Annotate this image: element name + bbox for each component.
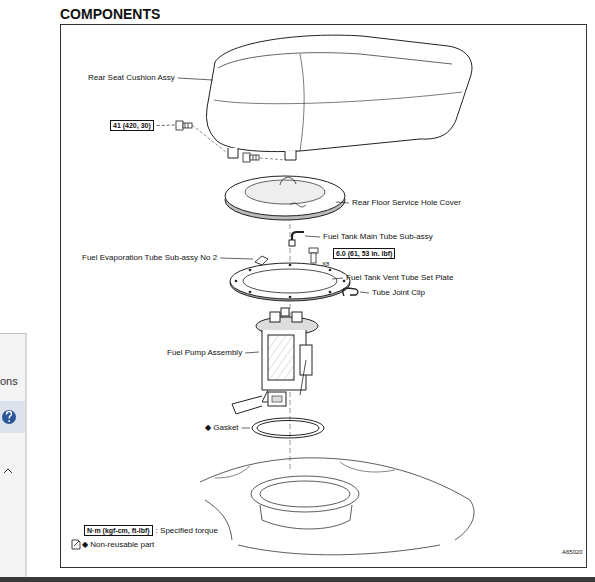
part-label: Rear Seat Cushion Assy (88, 73, 175, 83)
leader-line (157, 125, 175, 127)
leader-line (242, 428, 250, 429)
part-label: Fuel Pump Assembly (167, 348, 242, 358)
figure-code: A65020 (562, 547, 583, 557)
leader-line (332, 278, 343, 279)
leader-line (245, 352, 259, 353)
page-title: COMPONENTS (60, 6, 160, 22)
leader-line (360, 292, 369, 293)
torque-box: 41 (420, 30) (110, 120, 154, 131)
part-label: ◆ Non-reusable part (82, 540, 154, 550)
part-label: ◆ Gasket (205, 423, 239, 433)
panel-text: ons (0, 376, 18, 386)
torque-box: N·m (kgf-cm, ft-lbf) (84, 525, 153, 536)
torque-box: 6.0 (61, 53 in. lbf) (333, 248, 395, 259)
torque-value: N·m (kgf-cm, ft-lbf) (87, 527, 150, 534)
part-label: X8 (322, 259, 329, 269)
leader-line (220, 258, 253, 259)
leader-line (305, 236, 320, 237)
part-label: Fuel Evaporation Tube Sub-assy No 2 (82, 253, 217, 263)
torque-value: 41 (420, 30) (113, 122, 151, 129)
leader-line (178, 78, 213, 80)
part-label: Fuel Tank Main Tube Sub-assy (323, 232, 433, 242)
part-label: Rear Floor Service Hole Cover (352, 198, 461, 208)
leader-line (336, 202, 349, 203)
part-label: : Specified torque (156, 526, 218, 536)
part-label: Fuel Tank Vent Tube Set Plate (346, 273, 453, 283)
part-label: Tube Joint Clip (372, 288, 425, 298)
torque-value: 6.0 (61, 53 in. lbf) (336, 250, 392, 257)
